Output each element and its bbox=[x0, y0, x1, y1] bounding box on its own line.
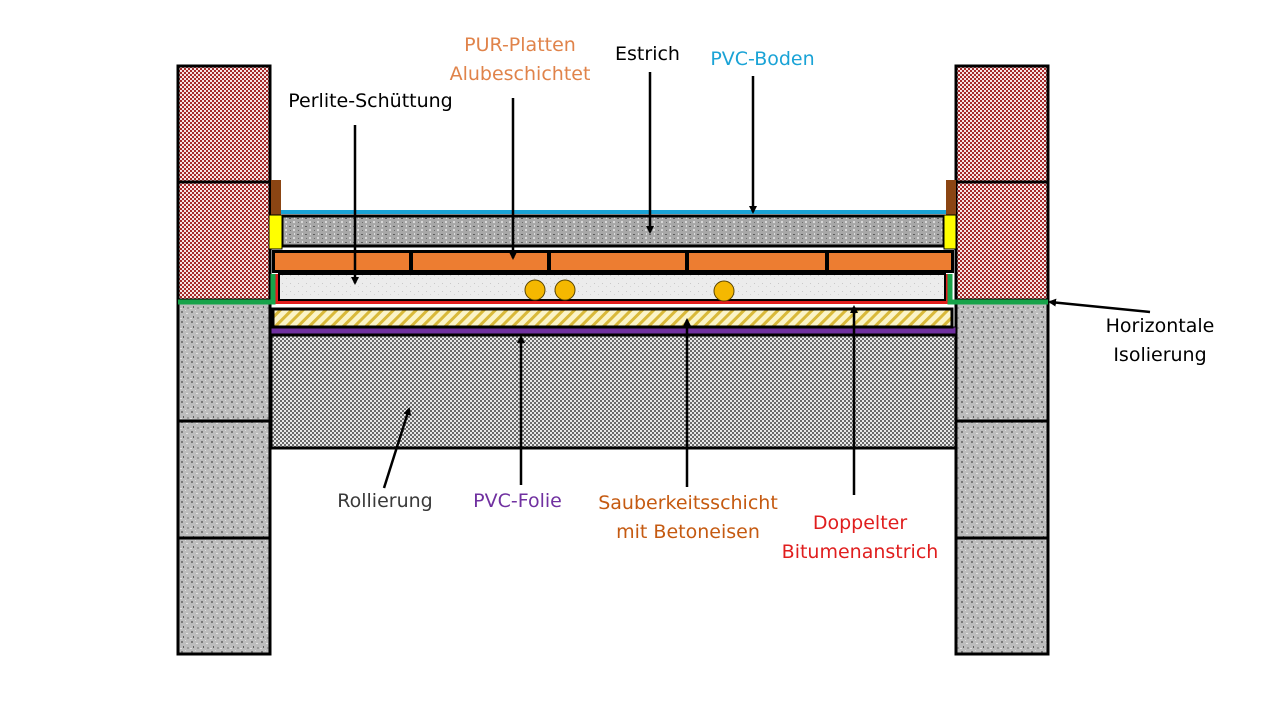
right-block-1 bbox=[954, 301, 1050, 423]
horizontal-insulation-right bbox=[947, 274, 1048, 305]
pur-plate bbox=[413, 253, 547, 270]
edge-strip-brown-left bbox=[271, 180, 281, 215]
pur-plate bbox=[829, 253, 951, 270]
horizontal-insulation-left bbox=[178, 274, 276, 305]
label-rollierung: Rollierung bbox=[337, 490, 433, 512]
left-brick-lower bbox=[176, 180, 272, 302]
arrow-horizontale-isolierung bbox=[1048, 298, 1151, 314]
label-estrich: Estrich bbox=[615, 43, 680, 65]
pipe bbox=[524, 279, 546, 301]
pur-plate bbox=[689, 253, 825, 270]
right-brick-upper bbox=[954, 64, 1050, 184]
pvc-boden-layer bbox=[280, 210, 946, 214]
pointer-arrows bbox=[351, 72, 1151, 495]
pipes bbox=[524, 279, 735, 302]
label-sauberkeitsschicht: Sauberkeitsschicht mit Betoneisen bbox=[598, 492, 778, 543]
left-wall bbox=[176, 64, 272, 656]
edge-strip-yellow-left bbox=[268, 214, 283, 250]
rollierung-layer bbox=[269, 333, 958, 450]
pur-plate bbox=[551, 253, 685, 270]
pipe bbox=[713, 280, 735, 302]
label-pvc-boden: PVC-Boden bbox=[710, 48, 815, 70]
label-horizontale-isolierung: Horizontale Isolierung bbox=[1105, 315, 1215, 366]
label-bitumen: Doppelter Bitumenanstrich bbox=[781, 512, 939, 563]
label-perlite: Perlite-Schüttung bbox=[288, 90, 453, 112]
left-block-3 bbox=[176, 536, 272, 656]
left-block-2 bbox=[176, 419, 272, 540]
pur-plates bbox=[272, 250, 954, 273]
label-pvc-folie: PVC-Folie bbox=[473, 490, 562, 512]
pipe bbox=[554, 279, 576, 301]
perlite-layer bbox=[278, 273, 946, 301]
pur-plate bbox=[275, 253, 409, 270]
right-brick-lower bbox=[954, 180, 1050, 302]
arrow-rollierung bbox=[382, 407, 412, 489]
left-brick-upper bbox=[176, 64, 272, 184]
estrich-layer bbox=[280, 214, 946, 248]
left-block-1 bbox=[176, 301, 272, 423]
edge-strip-yellow-right bbox=[943, 214, 957, 250]
right-block-2 bbox=[954, 419, 1050, 540]
right-wall bbox=[954, 64, 1050, 656]
sauberkeitsschicht-layer bbox=[271, 307, 954, 329]
label-pur-platten: PUR-Platten Alubeschichtet bbox=[449, 34, 591, 85]
edge-strip-brown-right bbox=[946, 180, 956, 215]
right-block-3 bbox=[954, 536, 1050, 656]
